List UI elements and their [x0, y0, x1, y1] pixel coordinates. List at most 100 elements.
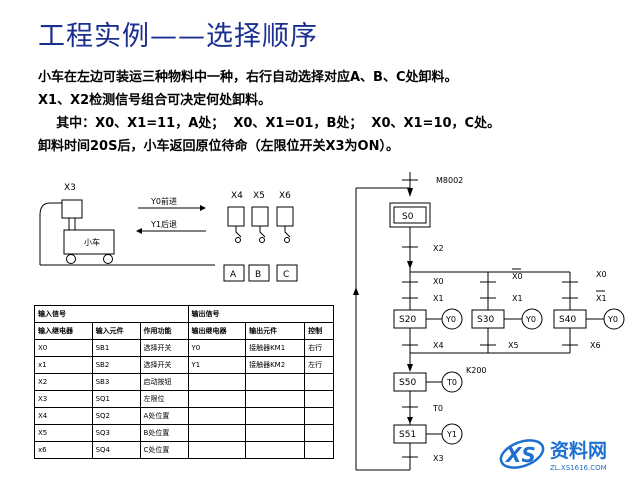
table-cell: X5: [34, 424, 93, 442]
backward-arrow-head: [136, 228, 142, 234]
table-cell: 启动按钮: [139, 373, 189, 391]
table-cell: X2: [34, 373, 93, 391]
table-cell: SQ1: [91, 390, 141, 408]
s40-label: S40: [559, 315, 576, 325]
table-cell: [245, 441, 306, 459]
table-header-group: 输入信号 输出信号: [34, 305, 335, 323]
x1bar-label: X1: [596, 294, 607, 303]
x3-label: X3: [433, 454, 444, 463]
col-header: 输出元件: [245, 322, 306, 340]
table-cell: SB3: [91, 373, 141, 391]
y0a-label: Y0: [445, 315, 456, 324]
table-cell: 接触器KM2: [245, 356, 306, 374]
sensor-x5-roller: [259, 237, 265, 243]
table-cell: [304, 407, 334, 425]
table-cell: 右行: [304, 339, 334, 357]
col-header: 作用功能: [139, 322, 189, 340]
io-table: 输入信号 输出信号 输入继电器 输入元件 作用功能 输出继电器 输出元件 控制 …: [34, 305, 335, 459]
x0c-label: X0: [596, 270, 607, 279]
table-cell: X0: [34, 339, 93, 357]
x1b-label: X1: [512, 294, 523, 303]
x4-label: X4: [433, 341, 444, 350]
y0c-coil: [603, 308, 625, 330]
s51-label: S51: [399, 430, 416, 440]
table-cell: SQ2: [91, 407, 141, 425]
station-a: [223, 264, 245, 282]
header-output-signal: 输出信号: [187, 305, 335, 323]
t0-coil-label: T0: [446, 378, 457, 387]
table-cell: X4: [34, 407, 93, 425]
x2-label: X2: [433, 244, 444, 253]
sensor-x6: [276, 206, 294, 227]
text-line-3: 其中：X0、X1=11，A处； X0、X1=01，B处； X0、X1=10，C处…: [38, 116, 501, 131]
cart-diagram: X3 小车 Y0前进 Y1后退 X4 X5 X6 A B C: [39, 183, 298, 282]
y0-label: Y0前进: [150, 196, 177, 206]
text-line-2: X1、X2检测信号组合可决定何处卸料。: [38, 93, 272, 108]
table-cell: x6: [34, 441, 93, 459]
table-cell: SQ4: [91, 441, 141, 459]
col-header: 输入元件: [91, 322, 141, 340]
table-cell: B处位置: [139, 424, 189, 442]
arrow-into-branch: [407, 261, 413, 269]
y0b-label: Y0: [525, 315, 536, 324]
x5-label: X5: [508, 341, 519, 350]
limit-switch-x3: [61, 199, 83, 219]
table-cell: [245, 390, 306, 408]
cart-wheel-left: [66, 254, 76, 264]
table-cell: [187, 390, 247, 408]
table-cell: X3: [34, 390, 93, 408]
y0a-coil: [441, 308, 463, 330]
header-input-signal: 输入信号: [34, 305, 189, 323]
table-cell: 选择开关: [139, 356, 189, 374]
s0-label: S0: [402, 212, 414, 222]
arrow-into-s0: [407, 188, 413, 197]
table-cell: 选择开关: [139, 339, 189, 357]
s20-label: S20: [399, 315, 416, 325]
watermark-site: 资料网: [550, 439, 607, 462]
forward-arrow-head: [200, 205, 206, 211]
table-cell: A处位置: [139, 407, 189, 425]
x0-label: X0: [433, 277, 444, 286]
x5-label: X5: [253, 191, 265, 201]
table-header-row: 输入继电器 输入元件 作用功能 输出继电器 输出元件 控制: [34, 322, 334, 340]
watermark-logo: XS 资料网 ZL.XS1616.COM: [499, 439, 607, 472]
table-cell: Y0: [187, 339, 247, 357]
station-b-label: B: [255, 270, 261, 280]
sfc-arrows: [353, 188, 413, 424]
cart-wheel-right: [103, 254, 113, 264]
table-cell: [187, 407, 247, 425]
table-cell: [187, 441, 247, 459]
table-cell: [245, 407, 306, 425]
station-c: [276, 264, 298, 282]
text-line-1: 小车在左边可装运三种物料中一种，右行自动选择对应A、B、C处卸料。: [38, 70, 458, 85]
left-wall: [39, 202, 62, 216]
s50-label: S50: [399, 378, 416, 388]
sensor-x4-roller: [235, 237, 241, 243]
watermark-swoosh: [499, 439, 545, 469]
table-cell: [187, 373, 247, 391]
watermark-xs: XS: [504, 443, 536, 467]
table-cell: [187, 424, 247, 442]
station-c-label: C: [283, 270, 289, 280]
sensor-levers: [235, 226, 291, 238]
text-line-4: 卸料时间20S后，小车返回原位待命（左限位开关X3为ON）。: [38, 139, 399, 154]
cart-label: 小车: [84, 237, 100, 247]
table-cell: 左限位: [139, 390, 189, 408]
x6-label: X6: [590, 341, 601, 350]
t0-coil: [441, 371, 463, 393]
y0c-label: Y0: [607, 315, 618, 324]
table-cell: 接触器KM1: [245, 339, 306, 357]
sensor-x4: [227, 206, 245, 227]
arrow-into-s50: [407, 364, 413, 372]
col-header: 控制: [304, 322, 334, 340]
t0-cond-label: T0: [432, 404, 443, 413]
table-cell: [245, 373, 306, 391]
x0bar-label: X0: [512, 272, 523, 281]
sensor-x5: [251, 206, 269, 227]
